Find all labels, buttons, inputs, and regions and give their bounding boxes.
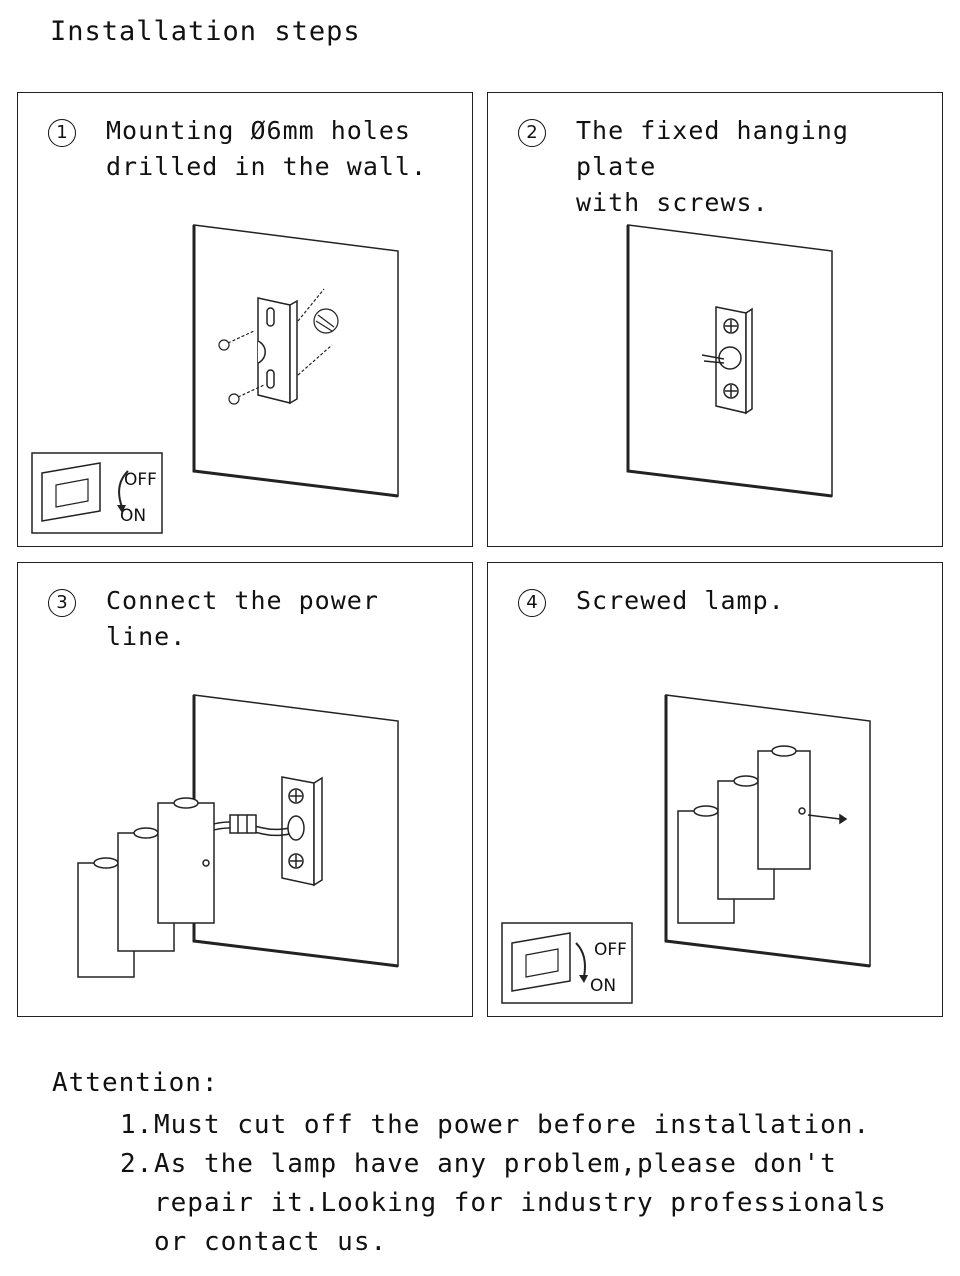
attention-item-1: 1. Must cut off the power before install… [120, 1106, 920, 1145]
switch-off-label: OFF [594, 940, 627, 960]
step-number-2: 2 [518, 119, 546, 147]
attention-item-number: 2. [120, 1149, 154, 1179]
step-2-illustration [626, 224, 833, 498]
lamp-body [677, 745, 811, 924]
step-text-1: Mounting Ø6mm holes drilled in the wall. [106, 116, 428, 181]
step-panel-2: 2 The fixed hanging plate with screws. [487, 92, 943, 547]
step-number-4: 4 [518, 589, 546, 617]
power-cable [209, 814, 305, 841]
power-switch-icon: OFF ON [31, 452, 163, 534]
page-title: Installation steps [50, 16, 361, 47]
step-text-3: Connect the power line. [106, 586, 379, 651]
step-1-illustration: OFF ON [31, 224, 399, 534]
step-panel-3: 3 Connect the power line. [17, 562, 473, 1017]
switch-on-label: ON [120, 506, 146, 526]
mounting-bracket [257, 297, 298, 405]
step-4-illustration: OFF ON [501, 694, 871, 1004]
step-number-3: 3 [48, 589, 76, 617]
fixed-plate [701, 306, 753, 415]
switch-on-label: ON [590, 976, 616, 996]
step-3-illustration [77, 694, 399, 978]
screw-icon [218, 288, 333, 405]
switch-off-label: OFF [124, 470, 157, 490]
attention-item-number: 1. [120, 1110, 154, 1140]
wall-hole-icon [313, 308, 339, 334]
lamp-body [77, 797, 215, 978]
attention-item-2: 2. As the lamp have any problem,please d… [120, 1145, 920, 1265]
step-panel-4: 4 Screwed lamp. OFF ON [487, 562, 943, 1017]
step-text-4: Screwed lamp. [576, 586, 785, 615]
attention-item-text: As the lamp have any problem,please don'… [154, 1149, 887, 1257]
step-text-2: The fixed hanging plate with screws. [576, 116, 849, 217]
step-panel-1: 1 Mounting Ø6mm holes drilled in the wal… [17, 92, 473, 547]
power-switch-icon: OFF ON [501, 922, 633, 1004]
attention-item-text: Must cut off the power before installati… [154, 1110, 871, 1140]
attention-heading: Attention: [52, 1068, 219, 1098]
step-number-1: 1 [48, 119, 76, 147]
screw-icon [807, 813, 848, 825]
